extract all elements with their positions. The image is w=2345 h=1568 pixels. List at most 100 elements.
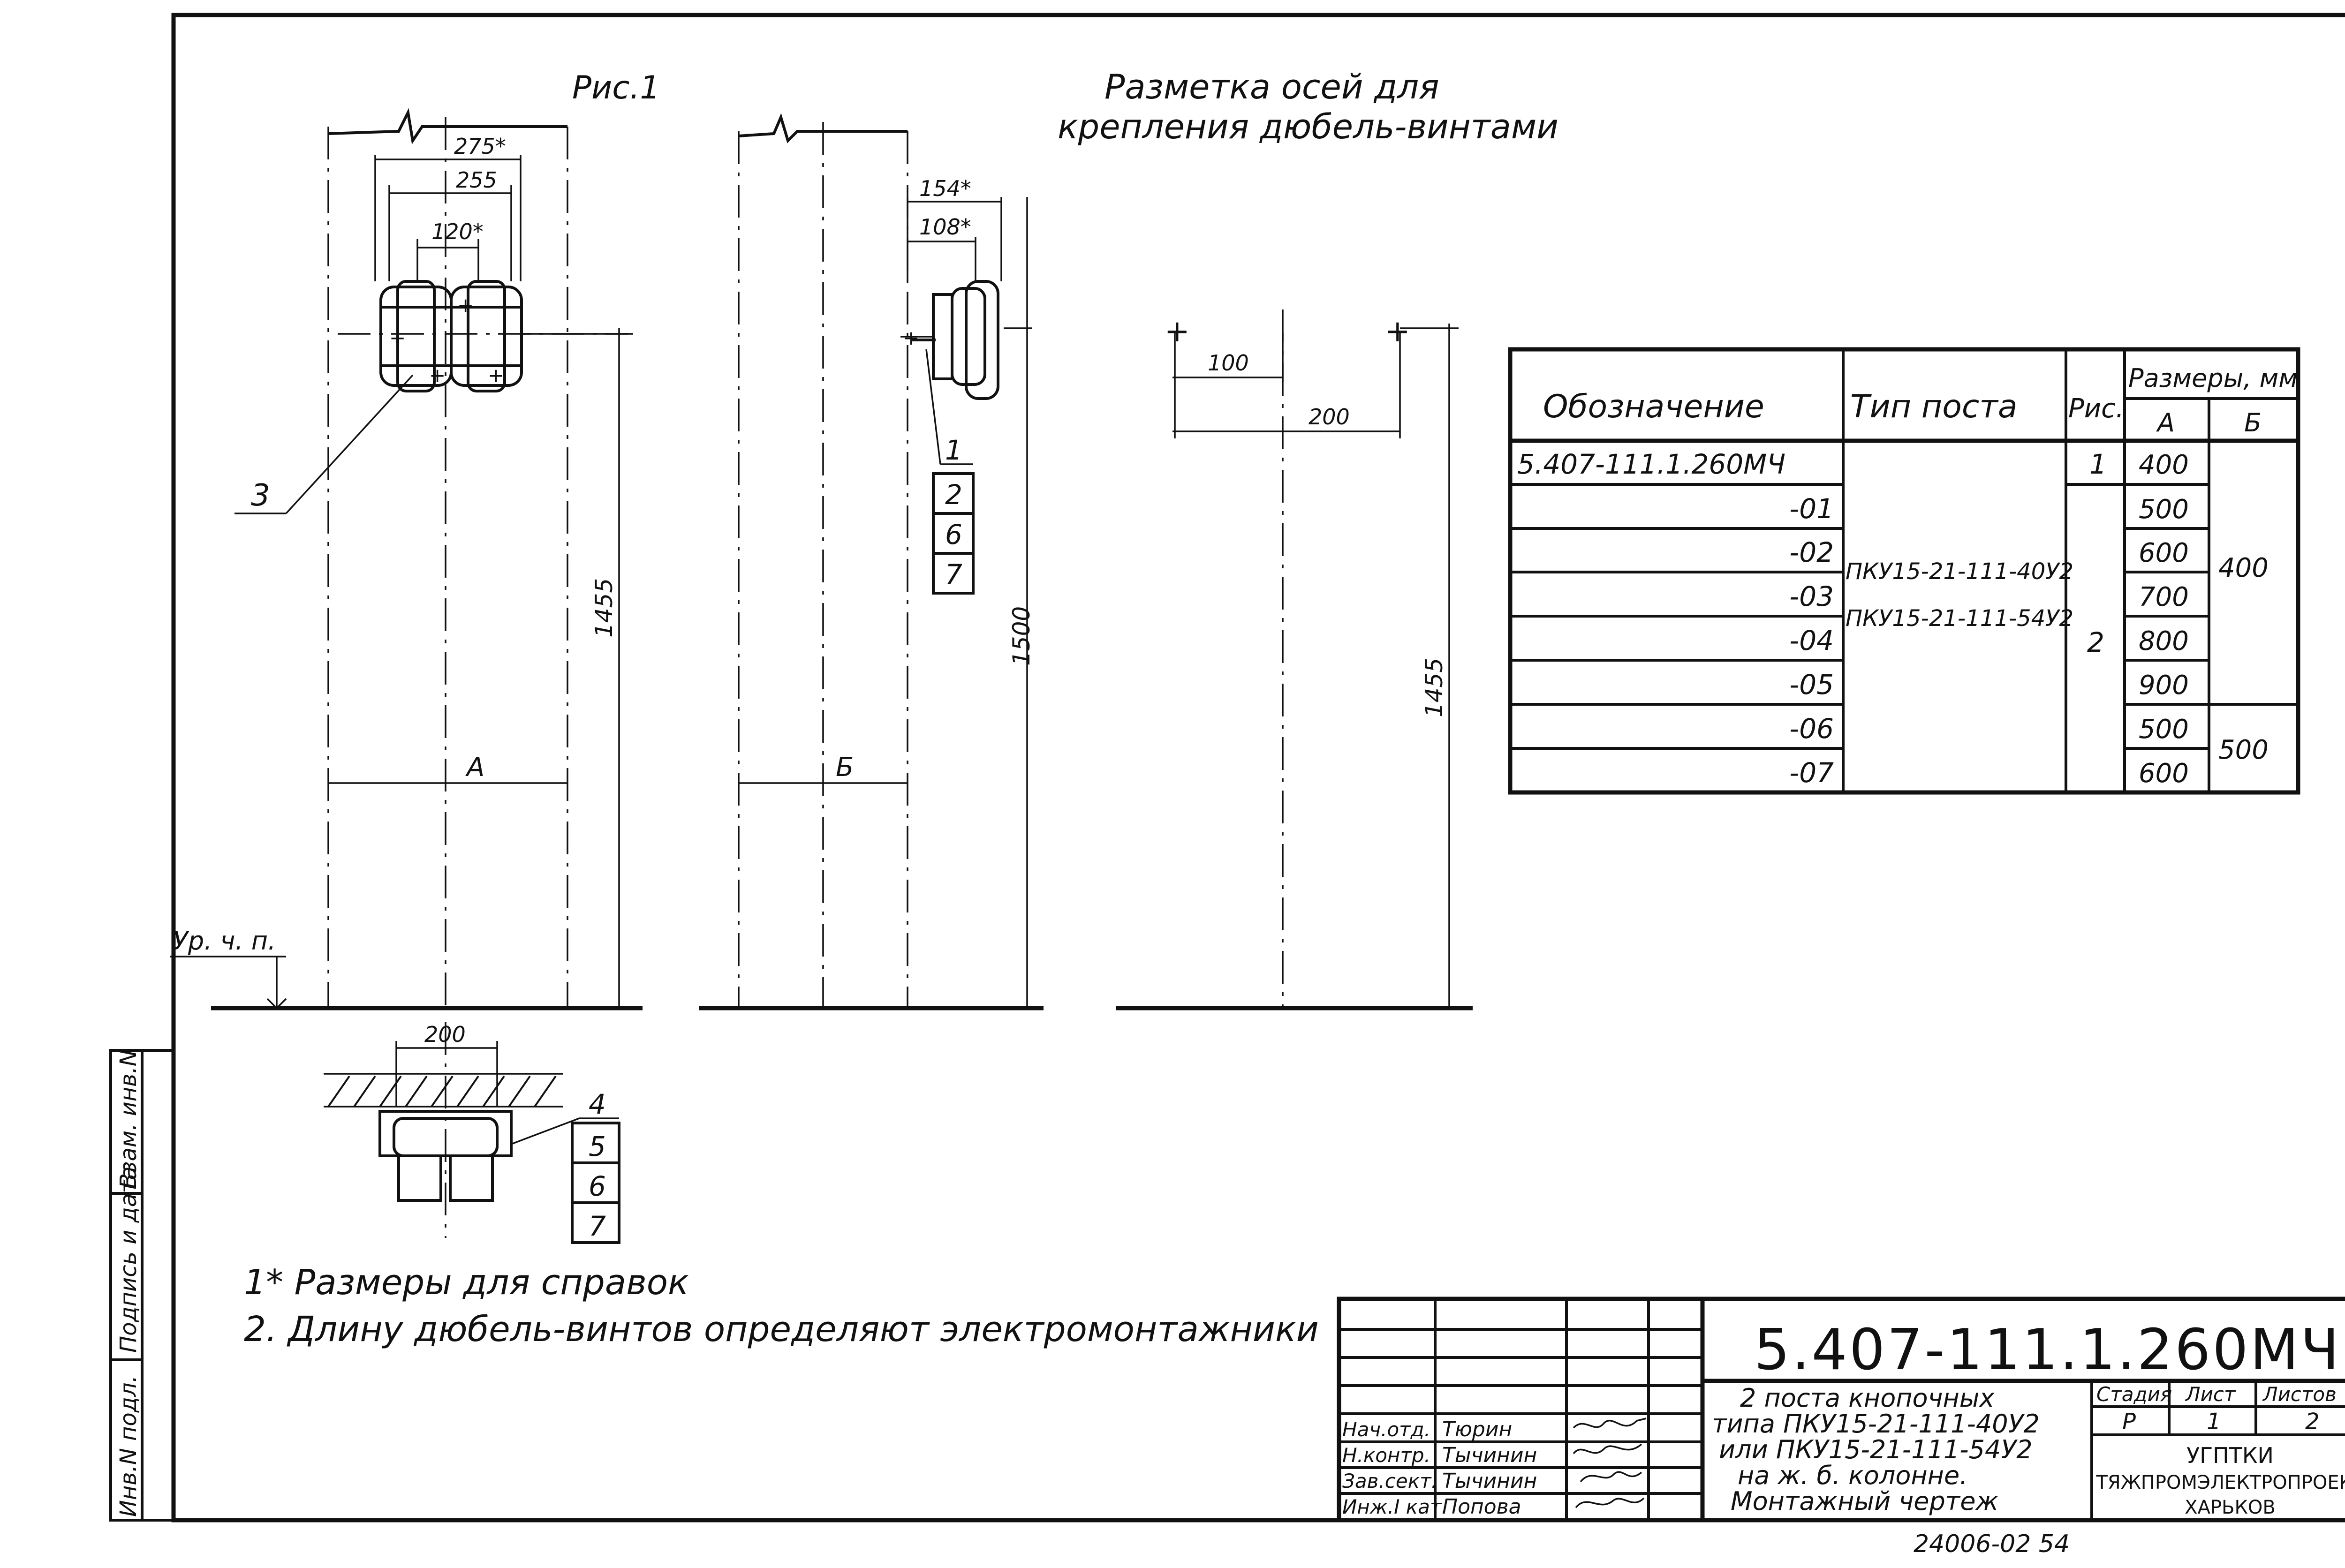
- width-label-b: Б: [836, 752, 854, 783]
- side-stamp-inv: Инв.N подл.: [115, 1375, 142, 1517]
- designation-3: -03: [1789, 580, 1834, 612]
- role-head-sector: Зав.сект.: [1342, 1470, 1437, 1493]
- callout-3: 3: [251, 478, 270, 513]
- table-header-post-type: Тип поста: [1850, 388, 2018, 425]
- plan-callout-7: 7: [589, 1210, 606, 1242]
- dim-154: 154*: [919, 176, 971, 201]
- plan-callout-6: 6: [589, 1170, 606, 1202]
- screw-mark-2: +: [457, 294, 474, 317]
- name-head-dept: Тюрин: [1442, 1417, 1512, 1441]
- push-button-post-left: [379, 280, 453, 392]
- signature-1: [1573, 1417, 1647, 1429]
- post-type-line-2: ПКУ15-21-111-54У2: [1846, 605, 2073, 632]
- role-head-dept: Нач.отд.: [1342, 1418, 1430, 1441]
- callout-b-1: 1: [945, 434, 962, 466]
- axis-cross-right: +: [1385, 314, 1410, 349]
- callout-b-7: 7: [945, 558, 962, 590]
- view-a: + + + + 275* 255 120* 3 1455 А Ур. ч. п.: [170, 108, 643, 1010]
- screw-mark-1: +: [389, 326, 406, 349]
- designation-6: -06: [1789, 713, 1834, 745]
- role-engineer: Инж.I кат.: [1342, 1495, 1448, 1518]
- dim-120: 120*: [431, 219, 484, 244]
- spec-table: Обозначение Тип поста Рис. Размеры, мм А…: [1508, 347, 2300, 795]
- a-value-6: 500: [2139, 714, 2189, 745]
- a-value-7: 600: [2139, 758, 2189, 789]
- a-value-3: 700: [2139, 582, 2189, 612]
- org-line-3: ХАРЬКОВ: [2185, 1497, 2276, 1518]
- table-header-b: Б: [2244, 408, 2262, 437]
- description-line-1: 2 поста кнопочных: [1740, 1383, 1995, 1413]
- org-line-2: ТЯЖПРОМЭЛЕКТРОПРОЕКТ: [2095, 1472, 2345, 1493]
- height-dim-a: 1455: [590, 578, 618, 638]
- plan-dim-200: 200: [424, 1022, 466, 1047]
- note-1: 1* Размеры для справок: [244, 1262, 689, 1303]
- designation-5: -05: [1789, 669, 1834, 701]
- height-dim-axes: 1455: [1421, 658, 1448, 717]
- drawing-code: 5.407-111.1.260МЧ: [1754, 1318, 2341, 1383]
- stage-header: Стадия: [2096, 1383, 2172, 1406]
- table-header-a: А: [2156, 408, 2175, 437]
- name-engineer: Попова: [1442, 1495, 1521, 1519]
- post-type-line-1: ПКУ15-21-111-40У2: [1846, 558, 2073, 585]
- axes-title-line1: Разметка осей для: [1104, 67, 1439, 106]
- dim-200-axes: 200: [1309, 404, 1350, 430]
- description-line-4: на ж. б. колонне.: [1738, 1461, 1967, 1490]
- screw-mark-b: +: [903, 326, 919, 349]
- description-line-3: или ПКУ15-21-111-54У2: [1719, 1435, 2033, 1464]
- screw-mark-4: +: [488, 364, 504, 387]
- side-stamp-sign-date: Подпись и дата: [115, 1166, 142, 1353]
- dim-108: 108*: [919, 214, 971, 240]
- org-line-1: УГПТКИ: [2186, 1443, 2274, 1468]
- dim-100: 100: [1208, 350, 1249, 376]
- dim-255: 255: [456, 167, 497, 193]
- designation-4: -04: [1789, 625, 1834, 656]
- side-stamp: Инв.N подл. Подпись и дата Взам. инв.N: [109, 1049, 175, 1522]
- a-value-0: 400: [2139, 450, 2189, 480]
- signature-4: [1575, 1497, 1645, 1508]
- axes-title-line2: крепления дюбель-винтами: [1058, 107, 1558, 146]
- table-header-designation: Обозначение: [1543, 388, 1764, 425]
- plan-view: 200 4 5 6 7: [324, 1022, 620, 1244]
- fig-value-1: 1: [2089, 448, 2107, 480]
- name-norm-control: Тычинин: [1442, 1443, 1537, 1467]
- plan-callout-4: 4: [589, 1088, 606, 1120]
- sheet-frame: [171, 13, 2345, 1523]
- table-header-fig: Рис.: [2068, 393, 2124, 424]
- plan-callout-5: 5: [589, 1131, 606, 1162]
- push-button-post-side: [912, 280, 999, 400]
- a-value-2: 600: [2139, 538, 2189, 568]
- table-header-sizes: Размеры, мм: [2128, 363, 2298, 393]
- view-axes-marking: + + 100 200 1455: [1116, 309, 1473, 1010]
- archive-number: 24006-02 54: [1914, 1530, 2070, 1558]
- signature-2: [1573, 1443, 1642, 1455]
- view-b: + 154* 108* 1 2 6 7 1500 Б: [699, 113, 1044, 1010]
- a-value-5: 900: [2139, 670, 2189, 701]
- callout-b-2: 2: [945, 479, 962, 511]
- designation-2: -02: [1789, 536, 1834, 568]
- floor-level-label: Ур. ч. п.: [173, 926, 276, 956]
- sheet-value: 1: [2207, 1409, 2221, 1435]
- b-value-0: 400: [2218, 553, 2269, 583]
- side-stamp-replace: Взам. инв.N: [115, 1049, 142, 1189]
- a-value-1: 500: [2139, 494, 2189, 525]
- designation-1: -01: [1789, 493, 1834, 525]
- stage-value: Р: [2122, 1409, 2136, 1435]
- axis-cross-left: +: [1165, 314, 1190, 349]
- description-line-5: Монтажный чертеж: [1731, 1486, 1998, 1516]
- push-button-post-right: [450, 280, 523, 392]
- fig-value-2: 2: [2087, 626, 2104, 658]
- a-value-4: 800: [2139, 626, 2189, 656]
- designation-0: 5.407-111.1.260МЧ: [1517, 448, 1785, 480]
- signature-3: [1580, 1471, 1642, 1483]
- callout-b-6: 6: [945, 519, 962, 550]
- screw-mark-3: +: [429, 364, 446, 387]
- designation-7: -07: [1789, 757, 1834, 789]
- note-2: 2. Длину дюбель-винтов определяют электр…: [244, 1309, 1319, 1349]
- sheets-value: 2: [2305, 1409, 2320, 1435]
- height-dim-b: 1500: [1008, 606, 1035, 666]
- description-line-2: типа ПКУ15-21-111-40У2: [1712, 1409, 2040, 1439]
- sheets-header: Листов: [2262, 1383, 2337, 1406]
- width-label-a: А: [465, 752, 484, 783]
- b-value-1: 500: [2218, 735, 2269, 765]
